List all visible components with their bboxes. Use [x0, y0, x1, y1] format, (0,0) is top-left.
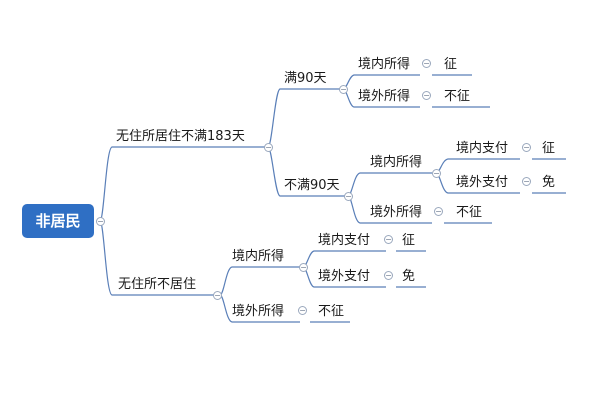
root-node[interactable]: 非居民 [22, 204, 94, 238]
collapse-toggle-icon[interactable]: − [96, 217, 105, 226]
node-b1a-domestic-result: 征 [444, 57, 458, 72]
collapse-toggle-icon[interactable]: − [384, 271, 393, 280]
collapse-toggle-icon[interactable]: − [299, 263, 308, 272]
node-b1b-domestic-in[interactable]: 境内支付 [456, 141, 509, 156]
collapse-toggle-icon[interactable]: − [432, 169, 441, 178]
connector-b1b-domestic-in [435, 158, 520, 174]
collapse-toggle-icon[interactable]: − [522, 177, 531, 186]
connector-b1b-domestic [347, 172, 432, 197]
collapse-toggle-icon[interactable]: − [213, 291, 222, 300]
node-b1a-foreign[interactable]: 境外所得 [358, 89, 411, 104]
node-b2-domestic-out[interactable]: 境外支付 [318, 269, 371, 284]
node-b1b-domestic[interactable]: 境内所得 [370, 155, 423, 170]
collapse-toggle-icon[interactable]: − [344, 192, 353, 201]
collapse-toggle-icon[interactable]: − [422, 91, 431, 100]
node-b1b-domestic-out[interactable]: 境外支付 [456, 175, 509, 190]
node-b1b[interactable]: 不满90天 [284, 178, 340, 193]
node-b1b-foreign[interactable]: 境外所得 [370, 205, 423, 220]
node-b2-foreign-result: 不征 [318, 304, 345, 319]
collapse-toggle-icon[interactable]: − [264, 143, 273, 152]
collapse-toggle-icon[interactable]: − [434, 207, 443, 216]
node-b2-domestic-in-result: 征 [402, 233, 416, 248]
node-b2-foreign[interactable]: 境外所得 [232, 304, 285, 319]
collapse-toggle-icon[interactable]: − [384, 235, 393, 244]
collapse-toggle-icon[interactable]: − [298, 306, 307, 315]
connector-b2-domestic [219, 266, 300, 296]
node-b1b-domestic-out-result: 免 [542, 175, 556, 190]
connector-root-b1 [99, 146, 268, 222]
connector-b1-b1a [267, 88, 340, 148]
node-b2-domestic-in[interactable]: 境内支付 [318, 233, 371, 248]
node-b1a[interactable]: 满90天 [284, 71, 327, 86]
node-b1a-domestic[interactable]: 境内所得 [358, 57, 411, 72]
collapse-toggle-icon[interactable]: − [522, 143, 531, 152]
node-b2[interactable]: 无住所不居住 [118, 277, 197, 292]
node-b1[interactable]: 无住所居住不满183天 [116, 129, 245, 144]
collapse-toggle-icon[interactable]: − [339, 85, 348, 94]
node-b1b-foreign-result: 不征 [456, 205, 483, 220]
collapse-toggle-icon[interactable]: − [422, 59, 431, 68]
connector-b2-domestic-in [302, 250, 386, 268]
node-b1b-domestic-in-result: 征 [542, 141, 556, 156]
connector-b1a-domestic [342, 74, 420, 90]
node-b1a-foreign-result: 不征 [444, 89, 471, 104]
node-b2-domestic-out-result: 免 [402, 269, 416, 284]
node-b2-domestic[interactable]: 境内所得 [232, 249, 285, 264]
